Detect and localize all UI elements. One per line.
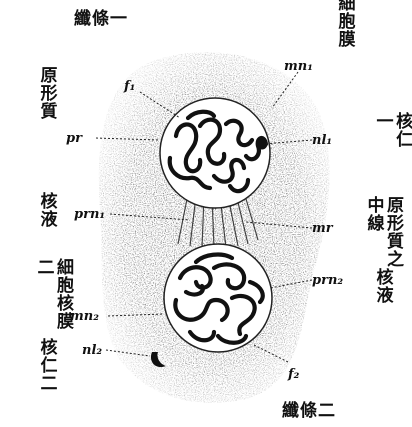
upper-nucleolus — [257, 139, 268, 150]
lower-nucleus — [164, 244, 272, 352]
symbol-f1: f₁ — [123, 79, 135, 94]
symbol-prn1: prn₁ — [74, 207, 105, 222]
symbol-nl1: nl₁ — [312, 133, 332, 148]
symbol-pr: pr — [66, 131, 83, 146]
symbol-f2: f₂ — [287, 367, 300, 382]
symbol-mr: mr — [312, 221, 334, 236]
symbol-mn2: mn₂ — [70, 309, 99, 324]
upper-nucleus — [160, 98, 270, 208]
symbol-prn2: prn₂ — [312, 273, 343, 288]
symbol-nl2: nl₂ — [82, 343, 102, 358]
symbol-mn1: mn₁ — [284, 59, 313, 74]
